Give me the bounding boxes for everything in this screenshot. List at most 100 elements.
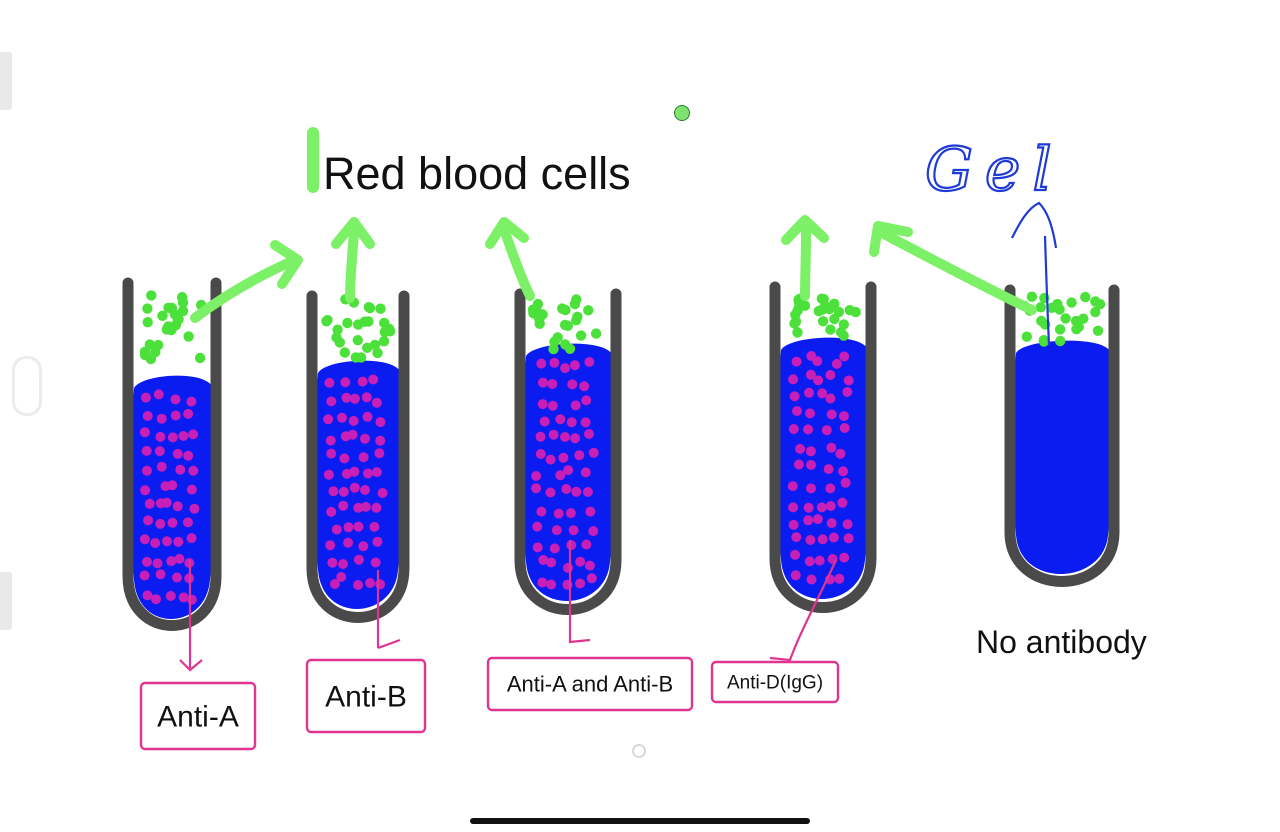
agglutinated-rbc xyxy=(371,467,382,478)
agglutinated-rbc xyxy=(338,500,349,511)
agglutinated-rbc xyxy=(804,387,814,398)
agglutinated-rbc xyxy=(816,502,827,513)
agglutinated-rbc xyxy=(328,486,339,497)
agglutinated-rbc xyxy=(826,409,837,420)
agglutinated-rbc xyxy=(172,501,183,512)
pen-color-dot[interactable] xyxy=(674,105,690,121)
agglutinated-rbc xyxy=(538,555,549,565)
free-rbc xyxy=(194,352,206,364)
agglutinated-rbc xyxy=(353,554,364,565)
agglutinated-rbc xyxy=(139,427,150,438)
agglutinated-rbc xyxy=(183,408,194,419)
agglutinated-rbc xyxy=(588,447,599,458)
free-rbc xyxy=(838,319,849,330)
agglutinated-rbc xyxy=(323,414,334,425)
agglutinated-rbc xyxy=(156,413,167,424)
agglutinated-rbc xyxy=(174,553,185,564)
free-rbc xyxy=(790,316,802,327)
agglutinated-rbc xyxy=(825,370,836,380)
agglutinated-rbc xyxy=(547,379,558,389)
agglutinated-rbc xyxy=(567,379,578,390)
agglutinated-rbc xyxy=(186,594,197,605)
agglutinated-rbc xyxy=(536,358,547,369)
agglutinated-rbc xyxy=(560,432,570,442)
agglutinated-rbc xyxy=(563,465,574,476)
agglutinated-rbc xyxy=(361,392,372,403)
free-rbc xyxy=(835,327,847,338)
free-rbc xyxy=(139,349,151,361)
agglutinated-rbc xyxy=(186,396,197,407)
agglutinated-rbc xyxy=(558,452,569,463)
tube-label-2: Anti-B xyxy=(325,681,407,714)
arrowhead-4 xyxy=(781,215,829,245)
agglutinated-rbc xyxy=(142,465,152,476)
agglutinated-rbc xyxy=(325,540,336,551)
free-rbc xyxy=(369,339,381,351)
tube-label-1: Anti-A xyxy=(157,701,239,734)
agglutinated-rbc xyxy=(788,519,799,530)
label-box-1 xyxy=(139,681,257,751)
agglutinated-rbc xyxy=(167,432,178,443)
free-rbc xyxy=(342,317,353,329)
tube-5 xyxy=(1004,284,1120,587)
free-rbc xyxy=(1038,336,1050,347)
free-rbc xyxy=(817,316,829,327)
agglutinated-rbc xyxy=(331,524,342,535)
agglutinated-rbc xyxy=(156,461,167,472)
agglutinated-rbc xyxy=(341,392,352,403)
tube-wall-5 xyxy=(1004,284,1120,587)
free-rbc xyxy=(557,303,568,314)
free-rbc xyxy=(173,314,184,325)
agglutinated-rbc xyxy=(362,411,373,422)
agglutinated-rbc xyxy=(360,433,370,444)
agglutinated-rbc xyxy=(538,377,548,388)
agglutinated-rbc xyxy=(805,446,816,457)
agglutinated-rbc xyxy=(537,577,548,588)
agglutinated-rbc xyxy=(341,468,352,479)
free-rbc xyxy=(339,347,350,358)
free-rbc xyxy=(364,302,376,314)
agglutinated-rbc xyxy=(563,562,573,573)
home-indicator-bar[interactable] xyxy=(470,818,810,824)
free-rbc xyxy=(1071,324,1082,335)
tube-label-3: Anti-A and Anti-B xyxy=(507,672,673,697)
free-rbc xyxy=(1055,335,1066,347)
agglutinated-rbc xyxy=(805,369,816,380)
agglutinated-rbc xyxy=(329,579,340,589)
title-highlight-mark xyxy=(307,127,319,193)
agglutinated-rbc xyxy=(584,357,595,367)
agglutinated-rbc xyxy=(787,481,798,492)
tube-wall-4 xyxy=(769,281,877,613)
agglutinated-rbc xyxy=(178,431,189,441)
agglutinated-rbc xyxy=(363,468,373,479)
agglutinated-rbc xyxy=(377,488,388,498)
agglutinated-rbc xyxy=(817,534,828,545)
agglutinated-rbc xyxy=(831,358,842,369)
agglutinated-rbc xyxy=(838,466,849,477)
agglutinated-rbc xyxy=(825,393,836,404)
agglutinated-rbc xyxy=(565,508,576,519)
agglutinated-rbc xyxy=(545,487,556,498)
agglutinated-rbc xyxy=(323,469,334,480)
agglutinated-rbc xyxy=(586,573,597,584)
agglutinated-rbc xyxy=(336,572,347,582)
agglutinated-rbc xyxy=(546,557,557,568)
tube-1 xyxy=(122,277,222,631)
gel-pointer-arrowhead xyxy=(1011,201,1058,249)
agglutinated-rbc xyxy=(142,411,153,421)
tube-4 xyxy=(769,281,877,613)
free-rbc xyxy=(321,316,332,327)
agglutinated-rbc xyxy=(570,433,581,444)
agglutinated-rbc xyxy=(349,393,360,404)
side-drag-handle[interactable] xyxy=(12,356,42,416)
agglutinated-rbc xyxy=(338,559,348,569)
agglutinated-rbc xyxy=(327,557,338,568)
agglutinated-rbc xyxy=(155,431,166,442)
arrowhead-1 xyxy=(270,240,303,289)
free-rbc xyxy=(1080,291,1091,303)
agglutinated-rbc xyxy=(141,445,152,456)
agglutinated-rbc xyxy=(143,515,154,526)
arrowhead-2 xyxy=(331,217,375,249)
agglutinated-rbc xyxy=(173,536,184,547)
